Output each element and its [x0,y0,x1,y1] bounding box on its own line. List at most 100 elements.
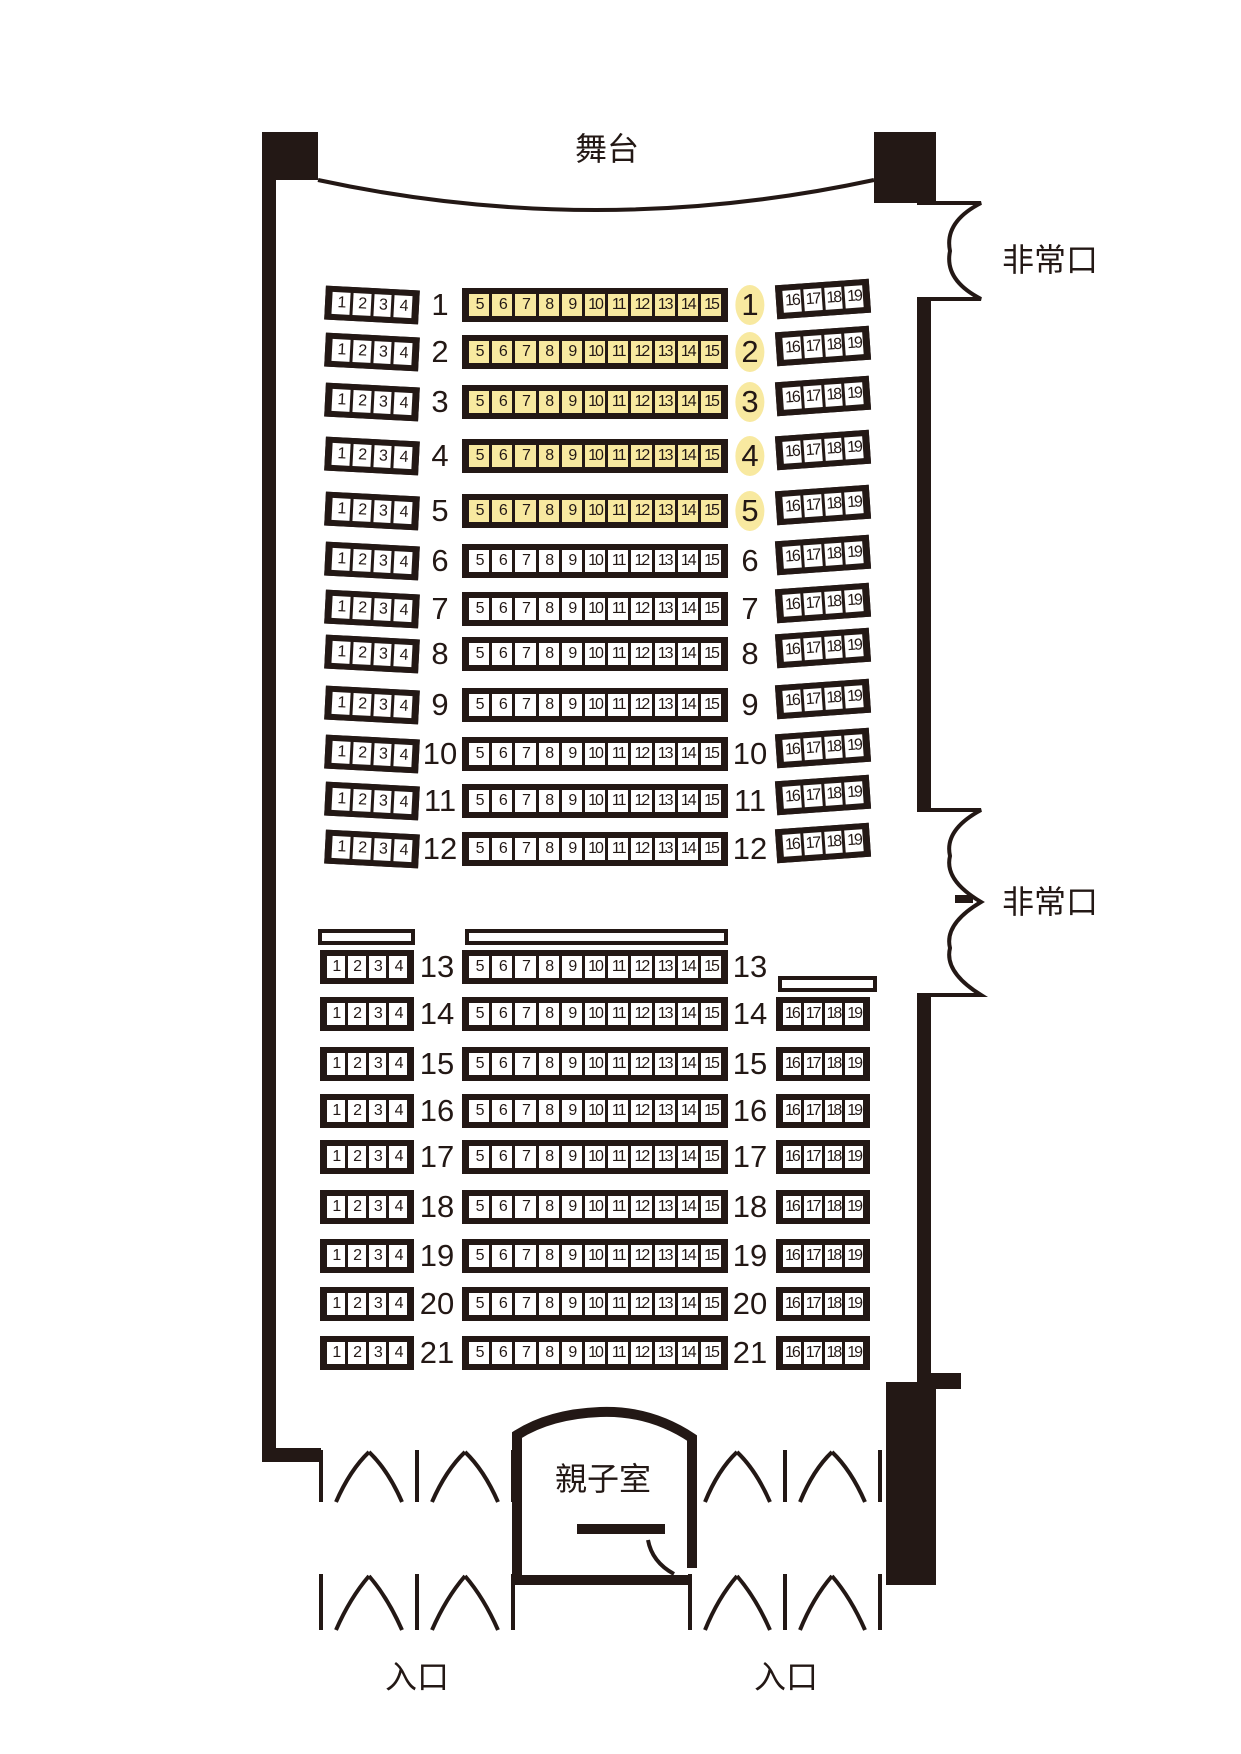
seat[interactable]: 8 [538,694,559,716]
seat[interactable]: 9 [561,500,582,522]
seat[interactable]: 10 [584,1100,606,1122]
seat[interactable]: 1 [331,640,351,664]
seat[interactable]: 4 [389,1003,407,1025]
seat[interactable]: 11 [608,1196,629,1218]
seat[interactable]: 17 [803,1293,822,1315]
seat[interactable]: 16 [783,1342,801,1364]
seat[interactable]: 12 [631,956,652,978]
seat[interactable]: 1 [327,1053,345,1075]
seat[interactable]: 17 [803,1053,822,1075]
seat[interactable]: 5 [469,391,490,413]
seat[interactable]: 19 [845,1245,863,1267]
seat[interactable]: 12 [631,1196,652,1218]
seat[interactable]: 12 [631,598,652,620]
seat[interactable]: 14 [677,500,698,522]
seat[interactable]: 13 [654,1053,675,1075]
seat[interactable]: 8 [538,956,559,978]
seat[interactable]: 1 [327,1146,345,1168]
seat[interactable]: 13 [654,838,675,860]
seat[interactable]: 9 [561,1245,582,1267]
seat[interactable]: 11 [608,1342,629,1364]
seat[interactable]: 4 [393,501,413,525]
seat[interactable]: 19 [845,1003,863,1025]
seat[interactable]: 5 [469,1196,490,1218]
seat[interactable]: 12 [631,391,652,413]
seat[interactable]: 8 [538,445,559,467]
seat[interactable]: 15 [700,391,722,413]
seat[interactable]: 17 [803,1146,822,1168]
seat[interactable]: 19 [844,634,864,658]
seat[interactable]: 1 [331,497,351,521]
seat[interactable]: 18 [823,437,843,461]
seat[interactable]: 11 [608,294,629,316]
seat[interactable]: 5 [469,1053,490,1075]
seat[interactable]: 12 [631,294,652,316]
seat[interactable]: 16 [783,1293,801,1315]
seat[interactable]: 15 [700,694,722,716]
seat[interactable]: 14 [677,598,698,620]
seat[interactable]: 1 [331,595,351,619]
seat[interactable]: 8 [538,1293,559,1315]
seat[interactable]: 14 [677,294,698,316]
seat[interactable]: 11 [608,956,629,978]
seat[interactable]: 17 [803,1003,822,1025]
seat[interactable]: 11 [608,694,629,716]
seat[interactable]: 1 [327,1342,345,1364]
seat[interactable]: 17 [803,335,823,359]
seat[interactable]: 8 [538,598,559,620]
seat[interactable]: 15 [700,643,722,665]
entrance-left-label[interactable]: 入口 [384,1658,450,1696]
seat[interactable]: 12 [631,643,652,665]
seat[interactable]: 11 [608,643,629,665]
seat[interactable]: 2 [352,742,372,765]
seat[interactable]: 10 [584,341,606,363]
seat[interactable]: 19 [844,781,864,805]
seat[interactable]: 12 [631,1293,652,1315]
seat[interactable]: 7 [515,1196,536,1218]
seat[interactable]: 6 [492,1053,513,1075]
seat[interactable]: 8 [538,341,559,363]
seat[interactable]: 3 [368,1053,387,1075]
seat[interactable]: 9 [561,1342,582,1364]
seat[interactable]: 2 [347,1342,366,1364]
seat[interactable]: 17 [803,784,823,808]
seat[interactable]: 2 [347,1146,366,1168]
seat[interactable]: 14 [677,341,698,363]
seat[interactable]: 19 [844,491,864,515]
seat[interactable]: 10 [584,1293,606,1315]
seat[interactable]: 6 [492,341,513,363]
seat[interactable]: 4 [393,342,413,366]
seat[interactable]: 19 [844,829,864,853]
seat[interactable]: 8 [538,1196,559,1218]
seat[interactable]: 18 [823,542,843,566]
seat[interactable]: 13 [654,1003,675,1025]
seat[interactable]: 19 [845,1293,863,1315]
seat[interactable]: 4 [393,551,413,575]
seat[interactable]: 9 [561,445,582,467]
seat[interactable]: 1 [327,1293,345,1315]
seat[interactable]: 3 [368,1342,387,1364]
seat[interactable]: 8 [538,1003,559,1025]
seat[interactable]: 17 [803,1342,822,1364]
seat[interactable]: 8 [538,1100,559,1122]
seat[interactable]: 9 [561,1003,582,1025]
seat[interactable]: 10 [584,445,606,467]
seat[interactable]: 14 [677,1053,698,1075]
seat[interactable]: 12 [631,1053,652,1075]
seat[interactable]: 10 [584,694,606,716]
seat[interactable]: 4 [393,791,413,815]
seat[interactable]: 12 [631,838,652,860]
seat[interactable]: 5 [469,294,490,316]
seat[interactable]: 6 [492,1146,513,1168]
seat[interactable]: 4 [389,1245,407,1267]
seat[interactable]: 4 [393,295,413,319]
seat[interactable]: 8 [538,1146,559,1168]
seat[interactable]: 4 [389,1146,407,1168]
seat[interactable]: 3 [372,341,392,364]
seat[interactable]: 13 [654,341,675,363]
seat[interactable]: 5 [469,1146,490,1168]
seat[interactable]: 12 [631,1003,652,1025]
seat[interactable]: 18 [824,1146,843,1168]
seat[interactable]: 13 [654,790,675,812]
seat[interactable]: 14 [677,1293,698,1315]
